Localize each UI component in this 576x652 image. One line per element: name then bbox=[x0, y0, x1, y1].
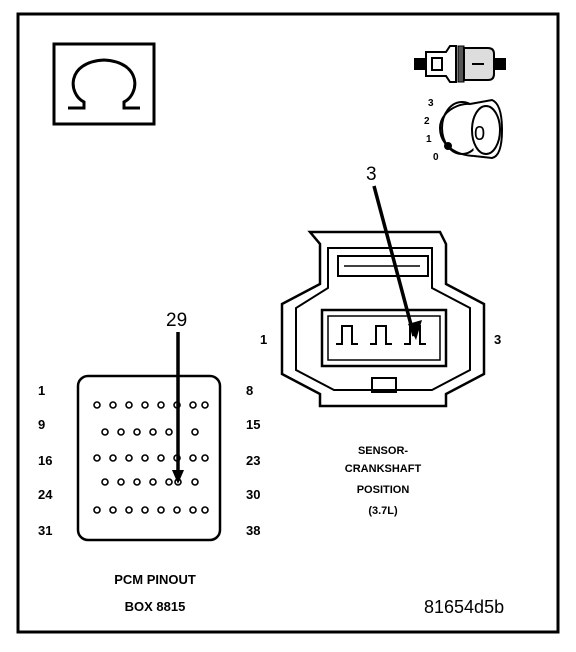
pcm-pin-hole bbox=[201, 454, 209, 462]
pcm-pin-hole bbox=[101, 478, 109, 486]
pcm-pin-hole bbox=[189, 454, 197, 462]
pcm-connector bbox=[76, 374, 222, 542]
pcm-pin-hole bbox=[117, 478, 125, 486]
pcm-pin-label-38: 38 bbox=[246, 523, 260, 538]
pcm-pin-label-23: 23 bbox=[246, 453, 260, 468]
pcm-pin-hole bbox=[157, 401, 165, 409]
pcm-pin-label-8: 8 bbox=[246, 383, 253, 398]
pcm-pin-hole bbox=[117, 428, 125, 436]
figure-code: 81654d5b bbox=[424, 597, 504, 617]
pcm-caption-line-2: BOX 8815 bbox=[125, 599, 186, 614]
outer-frame bbox=[16, 12, 560, 634]
ignition-key-label: 0 bbox=[474, 123, 485, 145]
sensor-caption-line-3: POSITION bbox=[357, 484, 410, 496]
sensor-callout-arrowhead bbox=[408, 320, 422, 340]
pcm-pin-label-31: 31 bbox=[38, 523, 52, 538]
pcm-pin-label-9: 9 bbox=[38, 417, 45, 432]
pcm-pin-hole bbox=[149, 428, 157, 436]
pcm-pin-hole bbox=[93, 506, 101, 514]
pcm-pin-hole bbox=[165, 428, 173, 436]
ohm-icon bbox=[52, 42, 156, 126]
pcm-pin-hole bbox=[125, 454, 133, 462]
pcm-pin-hole bbox=[191, 428, 199, 436]
pcm-caption-line-1: PCM PINOUT bbox=[114, 572, 196, 587]
crankshaft-sensor-connector bbox=[280, 230, 486, 408]
ignition-position-2: 2 bbox=[424, 116, 430, 127]
ignition-key-icon: 3 2 1 0 0 bbox=[424, 98, 504, 163]
pcm-callout-number: 29 bbox=[166, 310, 187, 331]
ignition-position-1: 1 bbox=[426, 134, 432, 145]
pcm-pin-label-1: 1 bbox=[38, 383, 45, 398]
ignition-position-3: 3 bbox=[428, 98, 434, 109]
sensor-caption-line-2: CRANKSHAFT bbox=[345, 463, 422, 475]
pcm-pin-label-24: 24 bbox=[38, 487, 53, 502]
pcm-callout-arrowhead bbox=[172, 470, 184, 484]
sensor-pin-1-label: 1 bbox=[260, 332, 267, 347]
pcm-pin-hole bbox=[101, 428, 109, 436]
pcm-pin-hole bbox=[149, 478, 157, 486]
sensor-caption-line-1: SENSOR- bbox=[358, 445, 408, 457]
pcm-pin-label-15: 15 bbox=[246, 417, 260, 432]
pcm-pin-label-16: 16 bbox=[38, 453, 52, 468]
pcm-pin-hole bbox=[141, 401, 149, 409]
pcm-pin-hole bbox=[189, 401, 197, 409]
pcm-pin-hole bbox=[109, 454, 117, 462]
pcm-pin-hole bbox=[157, 506, 165, 514]
pcm-pin-hole bbox=[201, 506, 209, 514]
pcm-pin-hole bbox=[191, 478, 199, 486]
pcm-pin-grid bbox=[93, 401, 209, 514]
sensor-callout-number: 3 bbox=[366, 164, 377, 185]
sensor-caption-line-4: (3.7L) bbox=[368, 505, 398, 517]
pcm-pin-hole bbox=[173, 506, 181, 514]
ignition-position-0: 0 bbox=[433, 152, 439, 163]
pcm-pin-hole bbox=[141, 454, 149, 462]
pcm-pin-hole bbox=[109, 506, 117, 514]
pcm-pin-hole bbox=[165, 478, 173, 486]
pcm-pin-hole bbox=[141, 506, 149, 514]
pcm-pin-hole bbox=[93, 401, 101, 409]
pcm-pin-hole bbox=[93, 454, 101, 462]
sensor-callout-arrow bbox=[372, 185, 416, 337]
pcm-pin-label-30: 30 bbox=[246, 487, 260, 502]
connector-disconnect-icon bbox=[414, 45, 506, 83]
sensor-pin-3-label: 3 bbox=[494, 332, 501, 347]
pcm-pin-hole bbox=[125, 401, 133, 409]
pcm-pin-hole bbox=[157, 454, 165, 462]
pcm-pin-hole bbox=[109, 401, 117, 409]
pcm-pin-hole bbox=[133, 428, 141, 436]
pcm-pin-hole bbox=[125, 506, 133, 514]
pcm-pin-hole bbox=[133, 478, 141, 486]
pcm-pin-hole bbox=[201, 401, 209, 409]
pcm-pin-hole bbox=[189, 506, 197, 514]
